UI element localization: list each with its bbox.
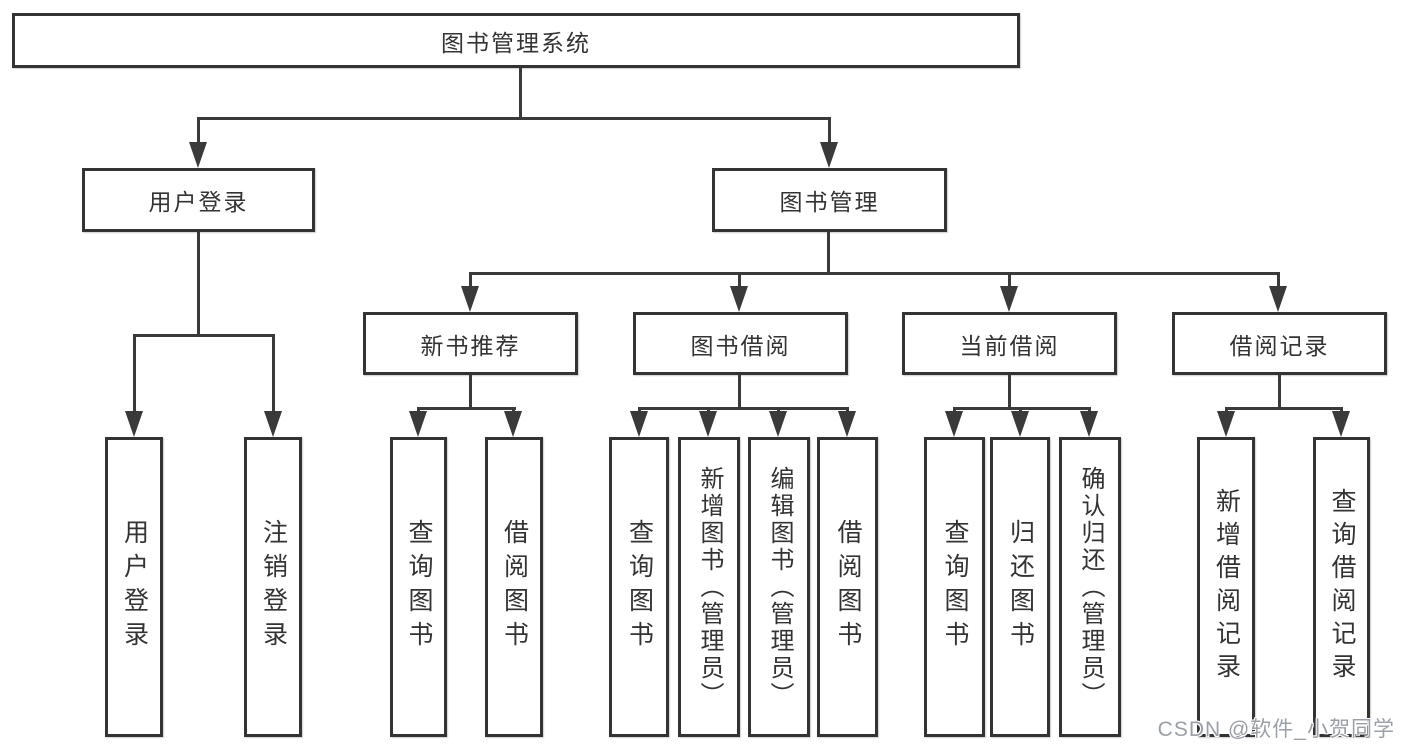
connector-line [1277, 272, 1280, 290]
connector-line [738, 272, 741, 290]
connector-line [1225, 407, 1343, 410]
arrowhead-icon [409, 411, 427, 437]
node-label: 查询借阅记录 [1328, 488, 1356, 686]
node-label: 用户登录 [120, 519, 149, 655]
node-label: 图书管理 [779, 189, 880, 215]
arrowhead-icon [730, 286, 748, 312]
arrowhead-icon [1080, 411, 1098, 437]
arrowhead-icon [461, 286, 479, 312]
connector-line [272, 334, 275, 414]
connector-line [417, 407, 516, 410]
connector-line [469, 375, 472, 410]
connector-line [469, 272, 1280, 275]
node-new-book-recommend: 新书推荐 [363, 312, 578, 375]
node-label: 归还图书 [1006, 519, 1035, 655]
node-label: 编辑图书（管理员） [766, 465, 793, 709]
connector-line [1008, 272, 1011, 290]
node-label: 借阅记录 [1229, 332, 1330, 359]
connector-line [1278, 375, 1281, 410]
leaf-user-login: 用户登录 [105, 437, 163, 737]
connector-line [827, 232, 830, 275]
node-label: 借阅图书 [834, 519, 862, 655]
leaf-return-books: 归还图书 [990, 437, 1050, 737]
leaf-borrow-books-borrowing: 借阅图书 [817, 437, 878, 737]
arrowhead-icon [1332, 411, 1350, 437]
arrowhead-icon [1000, 286, 1018, 312]
arrowhead-icon [820, 142, 838, 168]
node-label: 用户登录 [148, 189, 249, 215]
connector-line [953, 407, 1091, 410]
node-user-login: 用户登录 [82, 168, 315, 232]
node-label: 图书管理系统 [441, 29, 591, 56]
node-label: 新书推荐 [420, 332, 521, 359]
node-label: 查询图书 [405, 519, 433, 655]
leaf-query-books-recommend: 查询图书 [390, 437, 447, 737]
arrowhead-icon [769, 411, 787, 437]
node-label: 查询图书 [941, 519, 969, 655]
node-label: 查询图书 [625, 519, 654, 655]
node-label: 新增借阅记录 [1212, 488, 1241, 686]
leaf-add-book-admin: 新增图书（管理员） [678, 437, 740, 737]
connector-line [828, 117, 831, 147]
arrowhead-icon [838, 411, 856, 437]
node-book-borrowing: 图书借阅 [633, 312, 848, 375]
node-label: 确认归还（管理员） [1077, 465, 1104, 709]
leaf-query-books-current: 查询图书 [924, 437, 985, 737]
arrowhead-icon [125, 411, 143, 437]
leaf-add-borrow-record: 新增借阅记录 [1197, 437, 1255, 737]
leaf-query-books-borrowing: 查询图书 [609, 437, 669, 737]
node-label: 注销登录 [259, 519, 288, 655]
arrowhead-icon [264, 411, 282, 437]
node-library-system: 图书管理系统 [12, 13, 1020, 68]
arrowhead-icon [1217, 411, 1235, 437]
leaf-confirm-return-admin: 确认归还（管理员） [1059, 437, 1121, 737]
connector-line [197, 117, 200, 147]
node-label: 借阅图书 [500, 519, 529, 655]
arrowhead-icon [699, 411, 717, 437]
arrowhead-icon [945, 411, 963, 437]
connector-line [1008, 375, 1011, 410]
arrowhead-icon [1011, 411, 1029, 437]
node-current-borrowing: 当前借阅 [902, 312, 1117, 375]
arrowhead-icon [189, 142, 207, 168]
csdn-watermark: CSDN @软件_小贺同学 [1157, 718, 1395, 741]
node-borrowing-records: 借阅记录 [1172, 312, 1387, 375]
leaf-query-borrow-record: 查询借阅记录 [1313, 437, 1370, 737]
connector-line [519, 68, 522, 118]
connector-line [197, 117, 831, 120]
node-label: 图书借阅 [690, 332, 791, 359]
connector-line [197, 232, 200, 337]
connector-line [638, 407, 849, 410]
node-label: 当前借阅 [959, 332, 1060, 359]
arrowhead-icon [1269, 286, 1287, 312]
leaf-edit-book-admin: 编辑图书（管理员） [748, 437, 810, 737]
leaf-borrow-books-recommend: 借阅图书 [485, 437, 543, 737]
connector-line [133, 334, 275, 337]
connector-line [133, 334, 136, 414]
node-book-management: 图书管理 [712, 168, 947, 232]
leaf-logout: 注销登录 [244, 437, 302, 737]
arrowhead-icon [504, 411, 522, 437]
connector-line [738, 375, 741, 410]
connector-line [469, 272, 472, 290]
arrowhead-icon [630, 411, 648, 437]
node-label: 新增图书（管理员） [696, 465, 723, 709]
